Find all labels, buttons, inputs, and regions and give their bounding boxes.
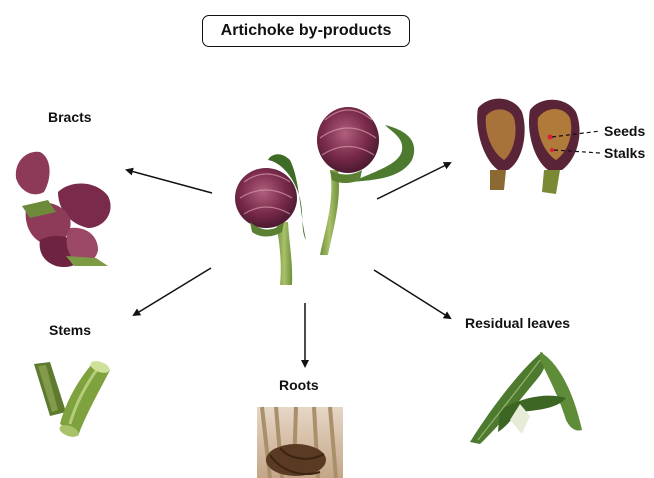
roots-illustration — [257, 407, 343, 478]
arrow-to-residual-leaves — [374, 270, 450, 318]
residual-leaves-illustration — [470, 352, 582, 444]
arrow-to-bracts — [127, 170, 212, 193]
artichoke-plant-illustration — [235, 107, 414, 285]
arrow-to-stems — [134, 268, 211, 315]
bracts-illustration — [16, 152, 111, 267]
seeds-stalks-illustration — [477, 99, 600, 194]
stems-illustration — [34, 359, 111, 439]
